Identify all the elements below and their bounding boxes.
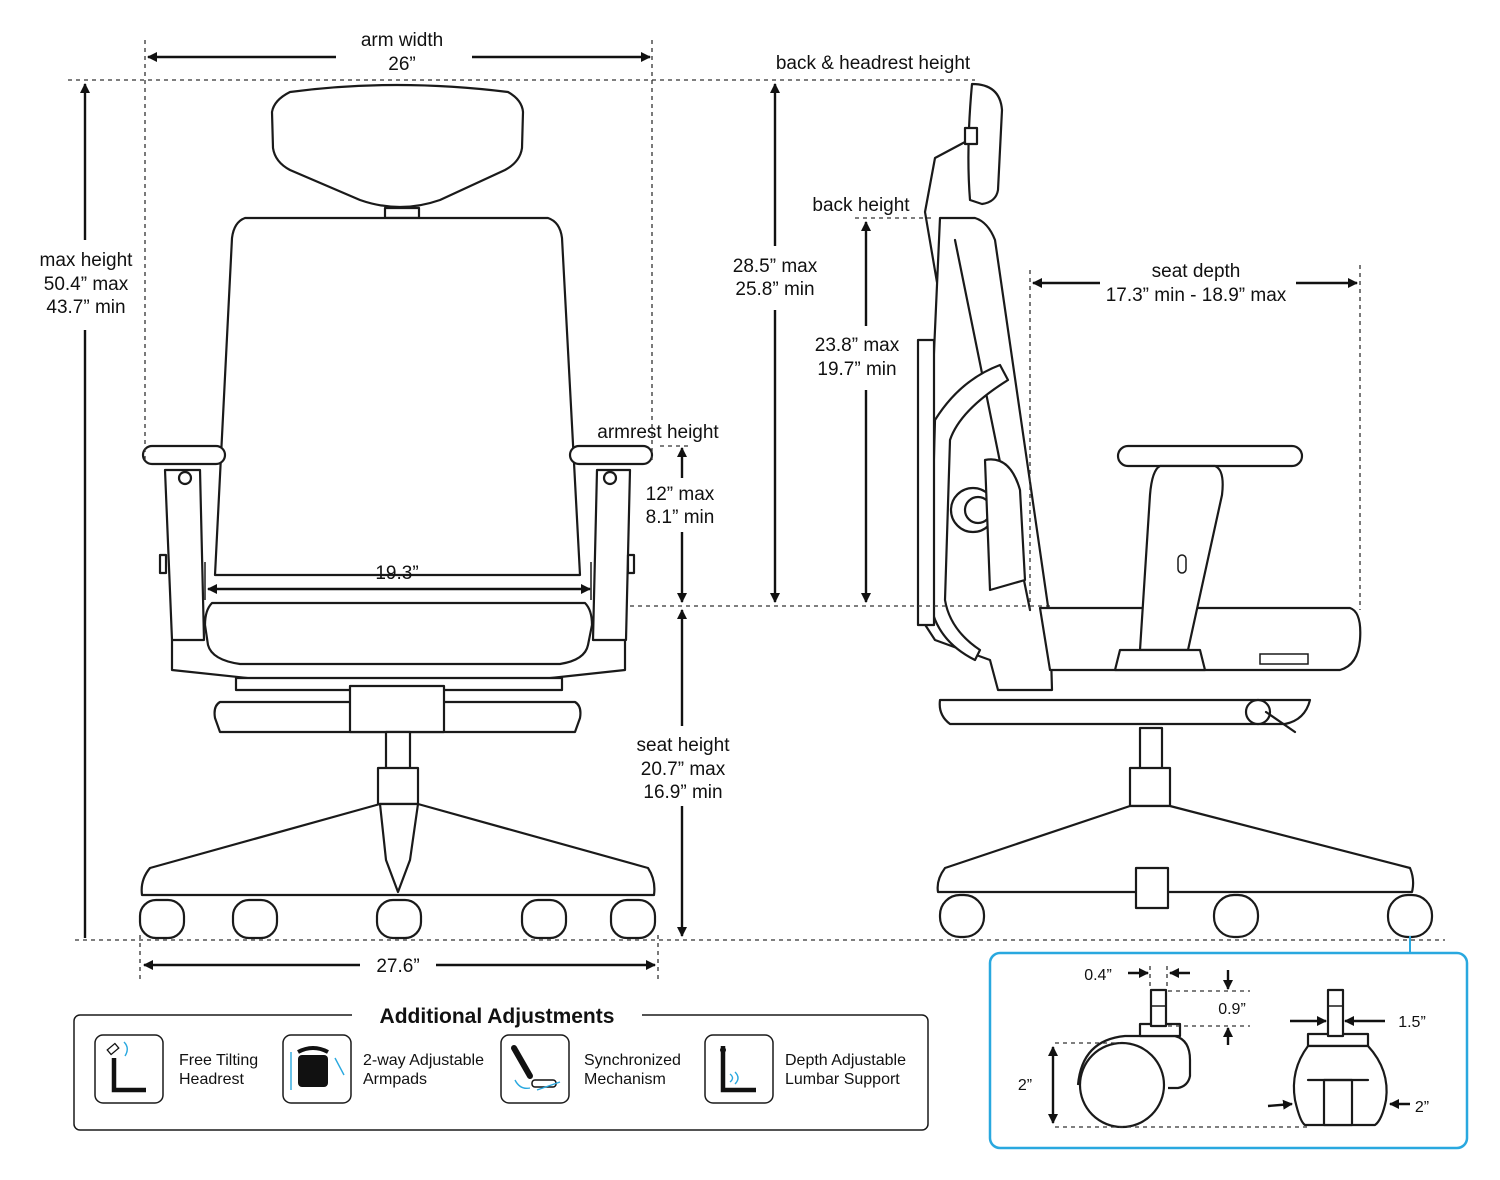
dimension-lines (68, 40, 1445, 980)
back-height-label: back height (812, 195, 910, 216)
caster-stem-length: 1.5” (1398, 1014, 1426, 1031)
adjustment-1-label-line-2: Headrest (179, 1071, 244, 1088)
seat-depth-label: seat depth (1152, 261, 1241, 282)
seat-height-label: seat height (637, 735, 731, 756)
adjustment-2-label-line-2: Armpads (363, 1071, 427, 1088)
caster-front-drawing (1292, 988, 1388, 1127)
armrest-height-max: 12” max (646, 484, 715, 505)
adjustable-armpads-icon (282, 1034, 352, 1104)
side-view-chair (916, 82, 1434, 939)
back-headrest-height-max: 28.5” max (733, 256, 818, 277)
synchronized-mechanism-icon (500, 1034, 570, 1104)
caster-wheel-width: 2” (1415, 1099, 1429, 1116)
armrest-height-label: armrest height (597, 422, 719, 443)
adjustment-3-label-line-2: Mechanism (584, 1071, 666, 1088)
caster-stem-width: 0.4” (1084, 967, 1112, 984)
max-height-label: max height (40, 250, 134, 271)
seat-width-value: 19.3” (375, 563, 418, 584)
adjustment-4-label-line-2: Lumbar Support (785, 1071, 900, 1088)
seat-depth-value: 17.3” min - 18.9” max (1106, 285, 1287, 306)
caster-dimension-lines (1048, 966, 1410, 1128)
adjustment-2-label-line-1: 2-way Adjustable (363, 1052, 484, 1069)
adjustment-4-label-line-1: Depth Adjustable (785, 1052, 906, 1069)
adjustment-3-label-line-1: Synchronized (584, 1052, 681, 1069)
front-view-chair (138, 83, 657, 940)
adjustments-title: Additional Adjustments (380, 1005, 615, 1028)
back-height-min: 19.7” min (817, 359, 896, 380)
back-height-max: 23.8” max (815, 335, 900, 356)
caster-stem-height: 0.9” (1218, 1001, 1246, 1018)
back-headrest-height-label: back & headrest height (776, 53, 971, 74)
lumbar-support-icon (704, 1034, 774, 1104)
arm-width-label: arm width (361, 30, 443, 51)
free-tilting-headrest-icon (94, 1034, 164, 1104)
caster-wheel-height: 2” (1018, 1077, 1032, 1094)
caster-side-drawing (1076, 988, 1192, 1129)
base-width-value: 27.6” (376, 956, 419, 977)
seat-height-max: 20.7” max (641, 759, 726, 780)
max-height-max: 50.4” max (44, 274, 129, 295)
max-height-min: 43.7” min (46, 297, 125, 318)
seat-height-min: 16.9” min (643, 782, 722, 803)
adjustment-1-label-line-1: Free Tilting (179, 1052, 258, 1069)
armrest-height-min: 8.1” min (646, 507, 715, 528)
arm-width-value: 26” (388, 54, 415, 75)
back-headrest-height-min: 25.8” min (735, 279, 814, 300)
